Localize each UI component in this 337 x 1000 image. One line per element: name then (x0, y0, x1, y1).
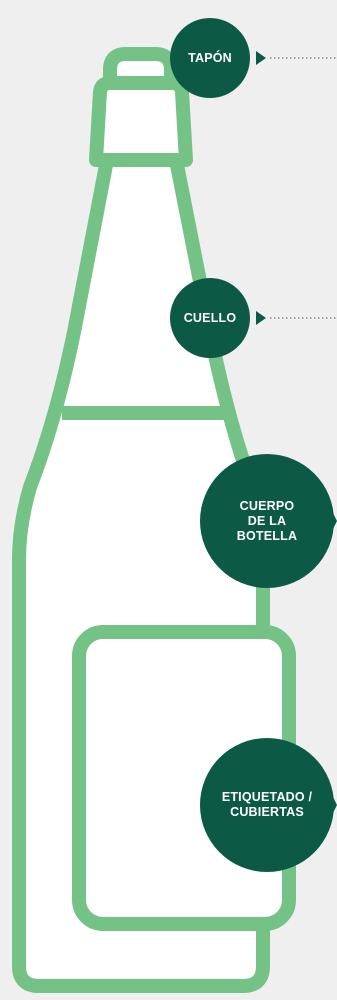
bottle-cap (89, 76, 193, 167)
cap-label: TAPÓN (188, 50, 232, 65)
body-pointer-arrow (333, 513, 337, 529)
body-label-circle (200, 454, 334, 588)
cap-label-circle (170, 18, 250, 98)
labelling-label: ETIQUETADO / CUBIERTAS (221, 790, 313, 819)
body-label: CUERPO DE LA BOTELLA (236, 498, 298, 543)
neck-pointer-arrow (256, 311, 266, 325)
labelling-pointer-arrow (333, 797, 337, 813)
labelling-label-circle (200, 738, 334, 872)
neck-label-circle (170, 278, 250, 358)
cap-pointer-arrow (256, 51, 266, 65)
neck-label: CUELLO (183, 310, 237, 325)
